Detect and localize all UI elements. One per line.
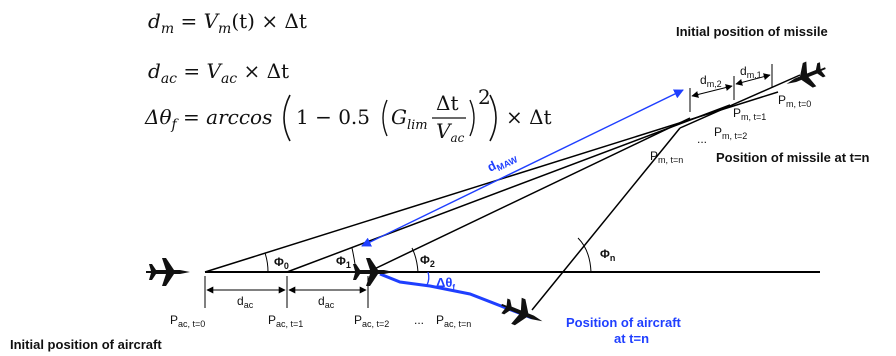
d-m2-label: dm,2 [700, 73, 722, 89]
d-m1-arrow [735, 73, 771, 86]
phi2-label: Φ2 [420, 253, 435, 269]
svg-text:dac = Vac × Δt: dac = Vac × Δt [148, 59, 289, 87]
svg-text:1 − 0.5: 1 − 0.5 [296, 105, 370, 129]
phin-arc [577, 237, 592, 273]
aircraft-turn-path [379, 272, 533, 320]
p-ac-t0-label: Pac, t=0 [170, 313, 205, 329]
p-m-t0-label: Pm, t=0 [778, 93, 811, 109]
ellipsis-ac: ... [414, 313, 424, 327]
svg-text:Δt: Δt [436, 91, 458, 115]
p-ac-tn-label: Pac, t=n [436, 313, 471, 329]
svg-text:2: 2 [478, 85, 491, 109]
svg-text:× Δt: × Δt [506, 105, 552, 129]
p-m-t1-label: Pm, t=1 [733, 106, 766, 122]
svg-text:Δθf = arccos: Δθf = arccos [144, 105, 272, 133]
missile-tn-label: Position of missile at t=n [716, 150, 870, 165]
equation-missile-distance: dm = Vm(t) × Δt [148, 9, 307, 37]
delta-theta-label: Δθf [436, 275, 455, 292]
equation-aircraft-distance: dac = Vac × Δt [148, 59, 289, 87]
missile-trajectory-line [679, 74, 801, 129]
d-m2-arrow [691, 84, 733, 98]
aircraft-tn-label-2: at t=n [614, 331, 649, 346]
svg-text:dm = Vm(t) × Δt: dm = Vm(t) × Δt [148, 9, 307, 37]
los-line-2 [367, 117, 691, 273]
initial-missile-label: Initial position of missile [676, 24, 828, 39]
aircraft-t0-icon [146, 258, 190, 286]
d-maw-arrow [361, 89, 684, 247]
phi1-label: Φ1 [336, 254, 351, 270]
p-ac-t1-label: Pac, t=1 [268, 313, 303, 329]
d-m1-label: dm,1 [740, 64, 762, 80]
initial-aircraft-label: Initial position of aircraft [10, 337, 162, 352]
phi0-arc [264, 252, 269, 273]
phi2-arc [411, 247, 419, 273]
svg-text:Vac: Vac [436, 119, 465, 145]
p-ac-t2-label: Pac, t=2 [354, 313, 389, 329]
delta-theta-arc [426, 271, 430, 286]
d-ac-2-label: dac [318, 294, 335, 310]
p-m-tn-label: Pm, t=n [650, 149, 683, 165]
aircraft-tn-icon [496, 291, 548, 335]
p-m-t2-label: Pm, t=2 [714, 125, 747, 141]
phi0-label: Φ0 [274, 255, 289, 271]
ellipsis-m: ... [697, 132, 707, 146]
d-ac-1-label: dac [237, 294, 254, 310]
svg-text:Glim: Glim [391, 105, 428, 133]
equation-turn-angle: Δθf = arccos 1 − 0.5 Glim Δt Vac 2 × Δt [144, 85, 552, 145]
missile-icon [781, 55, 831, 97]
phin-label: Φn [600, 247, 615, 263]
aircraft-tn-label-1: Position of aircraft [566, 315, 682, 330]
